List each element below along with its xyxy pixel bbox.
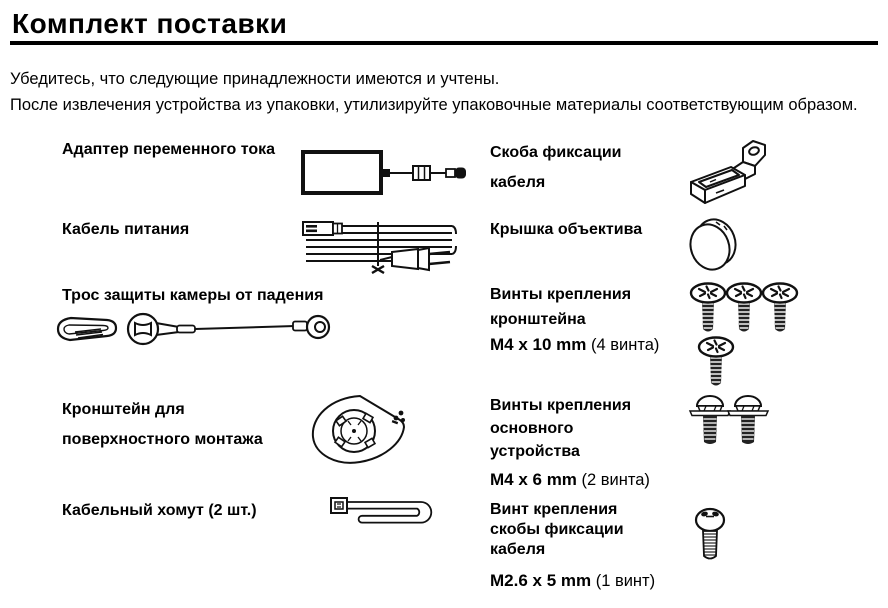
safety-wire-illustration [55, 312, 340, 348]
label-bracket-screws: Винты крепления кронштейна M4 x 10 mm (4… [490, 282, 659, 358]
spec-bracket-screws: M4 x 10 mm (4 винта) [490, 335, 660, 354]
intro-line-1: Убедитесь, что следующие принадлежности … [10, 70, 500, 88]
intro-paragraph: Убедитесь, что следующие принадлежности … [10, 66, 858, 118]
lens-cap-illustration [686, 217, 740, 275]
label-cable-fixing-bracket: Скоба фиксации кабеля [490, 144, 622, 191]
cable-fixing-bracket-illustration [686, 138, 774, 214]
surface-mount-bracket-illustration [304, 392, 412, 468]
label-ac-adapter: Адаптер переменного тока [62, 141, 276, 158]
bracket-screws-illustration [686, 281, 800, 389]
power-cable-illustration [300, 220, 458, 274]
spec-main-unit-screws: M4 x 6 mm (2 винта) [490, 470, 650, 489]
label-lens-cap: Крышка объектива [490, 221, 643, 238]
page-title: Комплект поставки [12, 8, 288, 39]
label-cable-tie: Кабельный хомут (2 шт.) [62, 502, 257, 519]
label-clamp-screw: Винт крепления скобы фиксации кабеля M2.… [490, 500, 655, 594]
label-main-unit-screws: Винты крепления основного устройства M4 … [490, 394, 650, 493]
spec-clamp-screw: M2.6 x 5 mm (1 винт) [490, 571, 656, 590]
clamp-screw-illustration [689, 504, 731, 566]
label-safety-wire: Трос защиты камеры от падения [62, 287, 324, 304]
main-unit-screws-illustration [688, 392, 770, 450]
label-power-cable: Кабель питания [62, 221, 190, 238]
ac-adapter-illustration [300, 147, 468, 197]
cable-tie-illustration [328, 494, 440, 532]
label-surface-mount-bracket: Кронштейн для поверхностного монтажа [62, 401, 263, 448]
title-underline [10, 41, 878, 45]
intro-line-2: После извлечения устройства из упаковки,… [10, 96, 858, 114]
